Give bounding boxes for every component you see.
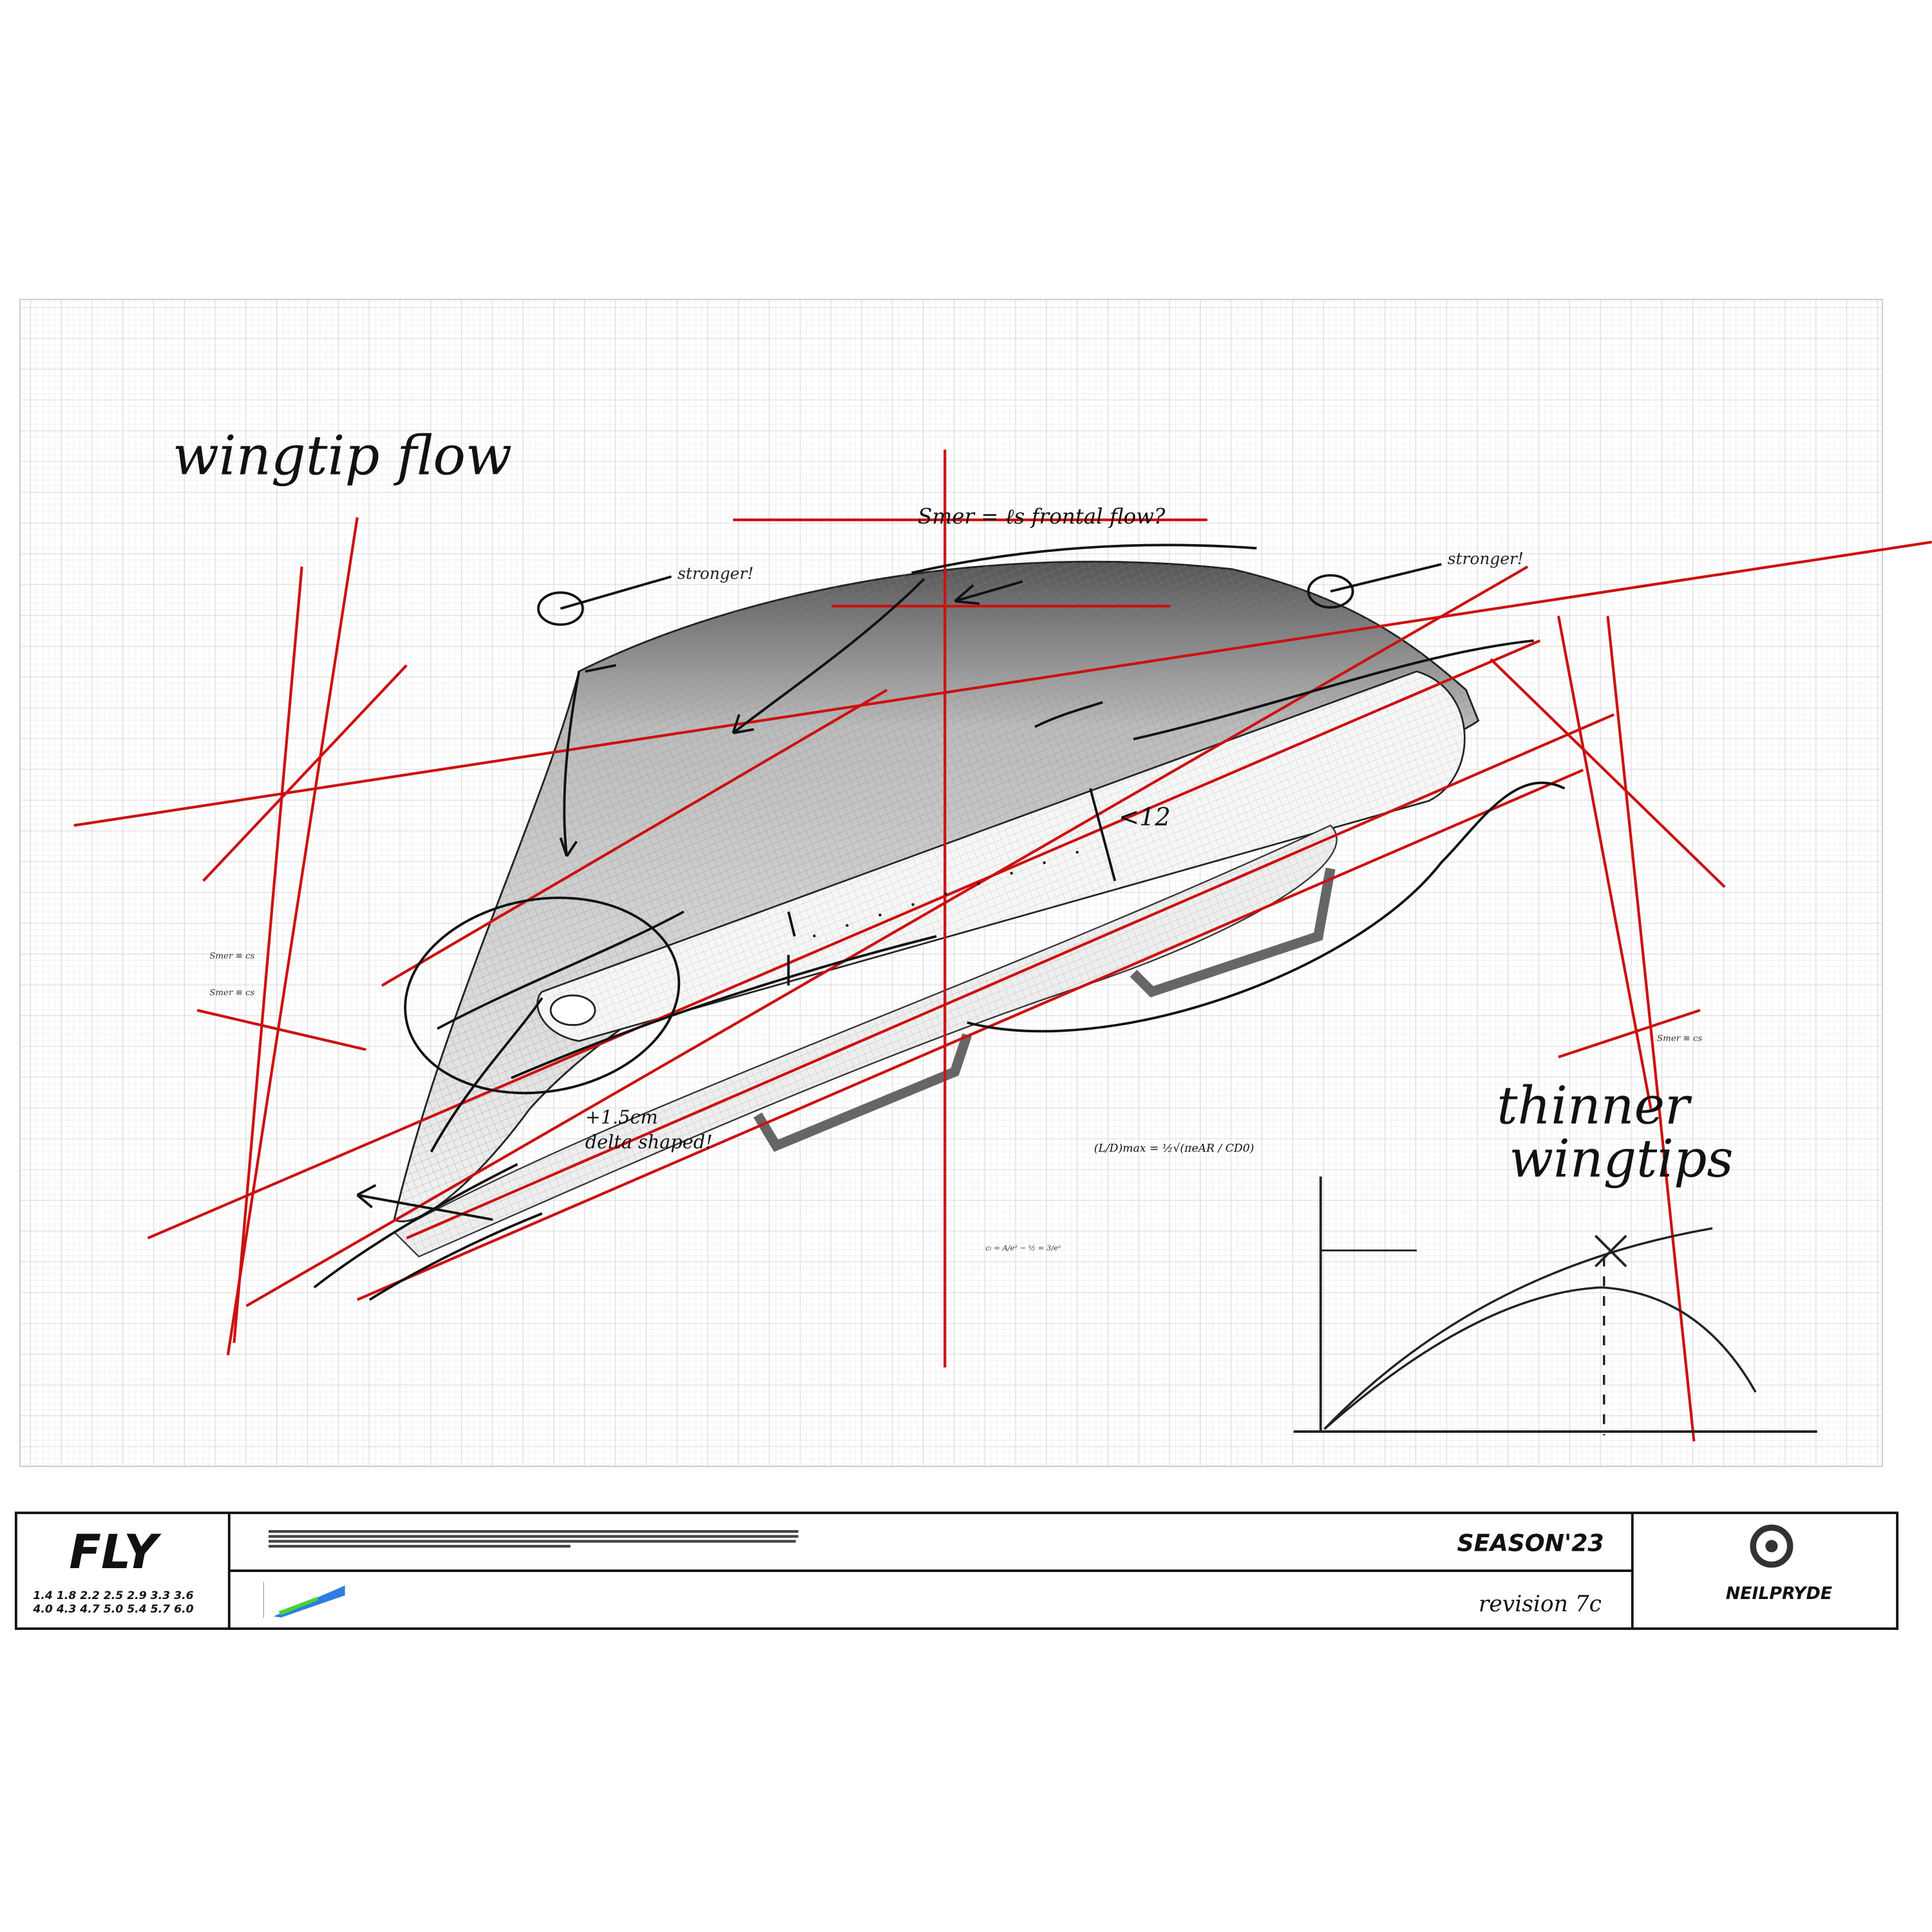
graph-curve-upper: [1323, 1227, 1713, 1430]
revision-label: revision 7c: [1479, 1591, 1602, 1617]
circle-callout-right: [1307, 574, 1354, 609]
sizes-row-1: 1.4 1.8 2.2 2.5 2.9 3.3 3.6: [33, 1589, 193, 1602]
note-frontal-flow: Smer = ℓs frontal flow?: [918, 504, 1166, 529]
heading-wingtips: wingtips: [1509, 1128, 1733, 1189]
mast-mount-rear: [1130, 867, 1336, 998]
heading-thinner: thinner: [1497, 1075, 1692, 1136]
mast-mount-front: [753, 1033, 972, 1152]
ink-sketch-strokes: [313, 544, 1566, 1301]
circle-callout-nose: [404, 896, 681, 1095]
brand-name: NEILPRYDE: [1726, 1584, 1832, 1604]
note-angle: <12: [1119, 803, 1171, 832]
graph-optimum-mark: [1594, 1235, 1627, 1267]
note-smer-3: Smer ≡ cs: [1657, 1034, 1702, 1043]
graph-curve-lower: [1323, 1286, 1757, 1430]
note-smer-1: Smer ≡ cs: [209, 951, 254, 961]
title-block: FLY 1.4 1.8 2.2 2.5 2.9 3.3 3.6 4.0 4.3 …: [14, 1511, 1899, 1630]
neilpryde-logo-icon: [1750, 1524, 1794, 1568]
note-delta-1: +1.5cm: [585, 1106, 658, 1128]
product-name: FLY: [69, 1526, 162, 1580]
note-delta-2: delta shaped!: [585, 1131, 713, 1153]
circle-callout-left: [537, 591, 584, 626]
performance-graph: [1293, 1176, 1817, 1435]
fine-print-block: [269, 1530, 799, 1548]
formula-lift-drag: (L/D)max = ½√(πeAR / CD0): [1094, 1142, 1255, 1155]
note-smer-2: Smer ≡ cs: [209, 989, 254, 998]
sizes-row-2: 4.0 4.3 4.7 5.0 5.4 5.7 6.0: [32, 1603, 193, 1616]
note-stronger-right: stronger!: [1448, 549, 1524, 568]
note-stronger-left: stronger!: [677, 564, 753, 583]
heading-wingtip-flow: wingtip flow: [173, 424, 512, 488]
formula-small: cₗ = A/e² − ½ = 3/e²: [985, 1244, 1061, 1253]
foil-wing-render: [393, 560, 1480, 1258]
size-chart-thumbnail: [263, 1582, 345, 1618]
season-label: SEASON'23: [1457, 1529, 1604, 1557]
